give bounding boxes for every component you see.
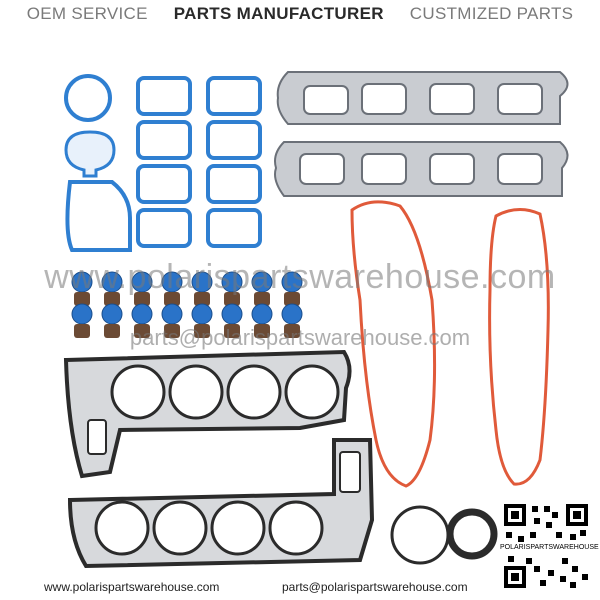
header-bar: OEM SERVICE PARTS MANUFACTURER CUSTMIZED… bbox=[0, 0, 600, 28]
valve-cover-gasket-left bbox=[350, 200, 437, 488]
rear-main-seal bbox=[446, 508, 498, 560]
header-customized-parts: CUSTMIZED PARTS bbox=[409, 4, 574, 23]
intake-gaskets bbox=[136, 76, 262, 248]
watermark-email: parts@polarispartswarehouse.com bbox=[129, 325, 471, 350]
qr-label: POLARISPARTSWAREHOUSE bbox=[500, 544, 599, 551]
header-oem-service: OEM SERVICE bbox=[26, 4, 148, 23]
blue-gasket-thermostat bbox=[65, 180, 132, 252]
ring-large bbox=[390, 505, 450, 565]
footer-website: www.polarispartswarehouse.com bbox=[44, 580, 220, 594]
blue-oring-small bbox=[64, 74, 112, 122]
head-gasket-lower bbox=[67, 438, 375, 569]
footer-email: parts@polarispartswarehouse.com bbox=[282, 580, 468, 594]
valve-cover-gasket-right bbox=[488, 208, 550, 486]
blue-gasket-keyhole bbox=[64, 130, 116, 178]
watermark-website: www.polarispartswarehouse.com bbox=[44, 258, 556, 296]
head-gasket-upper bbox=[63, 349, 352, 479]
header-parts-manufacturer: PARTS MANUFACTURER bbox=[173, 4, 384, 23]
valve-stem-seals bbox=[71, 271, 303, 338]
exhaust-gasket-lower bbox=[274, 141, 569, 197]
exhaust-gasket-upper bbox=[276, 71, 569, 125]
